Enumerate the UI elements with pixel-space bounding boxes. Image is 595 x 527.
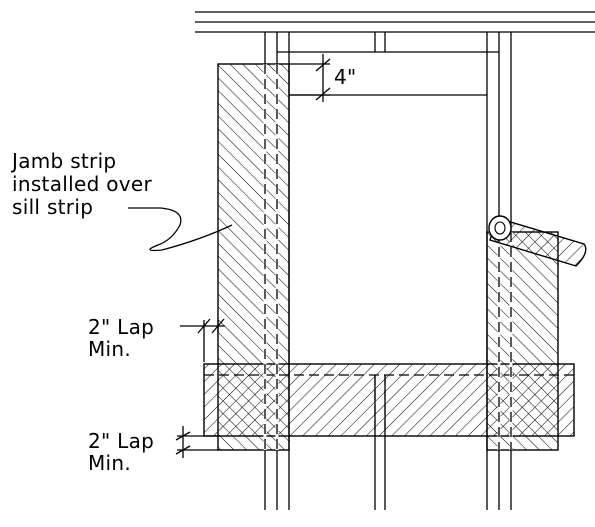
dimension-lap-lower (175, 426, 218, 458)
rolled-flashing-flap (488, 215, 587, 267)
right-jamb-strip (486, 231, 559, 451)
left-jamb-strip (217, 63, 290, 451)
callout-line-1: Jamb strip (12, 149, 117, 173)
dimension-4in-label: 4" (334, 65, 357, 89)
lap-lower-line-1: 2" Lap (88, 429, 155, 453)
framing-studs (264, 32, 512, 510)
callout-line-2: installed over (12, 172, 153, 196)
dimension-lap-upper (180, 318, 225, 362)
lap-upper-line-2: Min. (88, 337, 132, 361)
callout-leader (128, 207, 233, 252)
center-stud-hidden (374, 375, 386, 436)
lap-lower-line-2: Min. (88, 451, 132, 475)
lap-upper-line-1: 2" Lap (88, 315, 155, 339)
header-plates (195, 11, 595, 33)
dimension-4in (289, 54, 331, 102)
callout-line-3: sill strip (12, 195, 94, 219)
